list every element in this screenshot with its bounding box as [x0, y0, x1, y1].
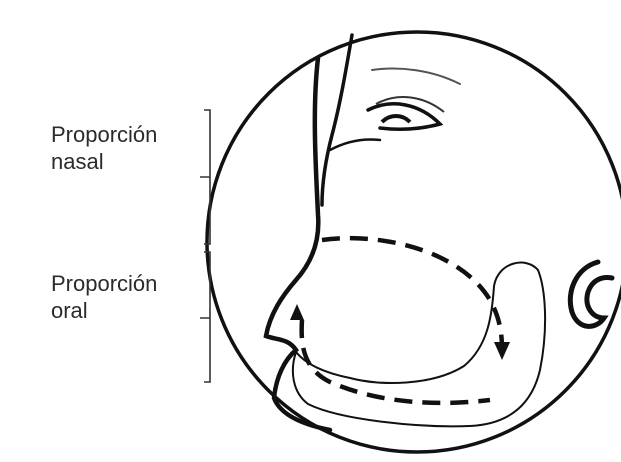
ear [570, 262, 612, 326]
arrow-down-head [494, 342, 510, 360]
nasal-label-line2: nasal [51, 148, 157, 175]
oral-proportion-label: Proporción oral [51, 270, 157, 324]
nasal-bridge-line [322, 35, 352, 205]
frame-circle [207, 32, 621, 452]
brow-line [372, 69, 460, 84]
airflow-path [290, 238, 510, 403]
oral-label-line1: Proporción [51, 270, 157, 297]
arrow-up-head [290, 304, 304, 320]
oral-label-line2: oral [51, 297, 157, 324]
cheek-line [330, 139, 380, 150]
nasal-label-line1: Proporción [51, 121, 157, 148]
nasal-proportion-label: Proporción nasal [51, 121, 157, 175]
eye [368, 97, 444, 129]
